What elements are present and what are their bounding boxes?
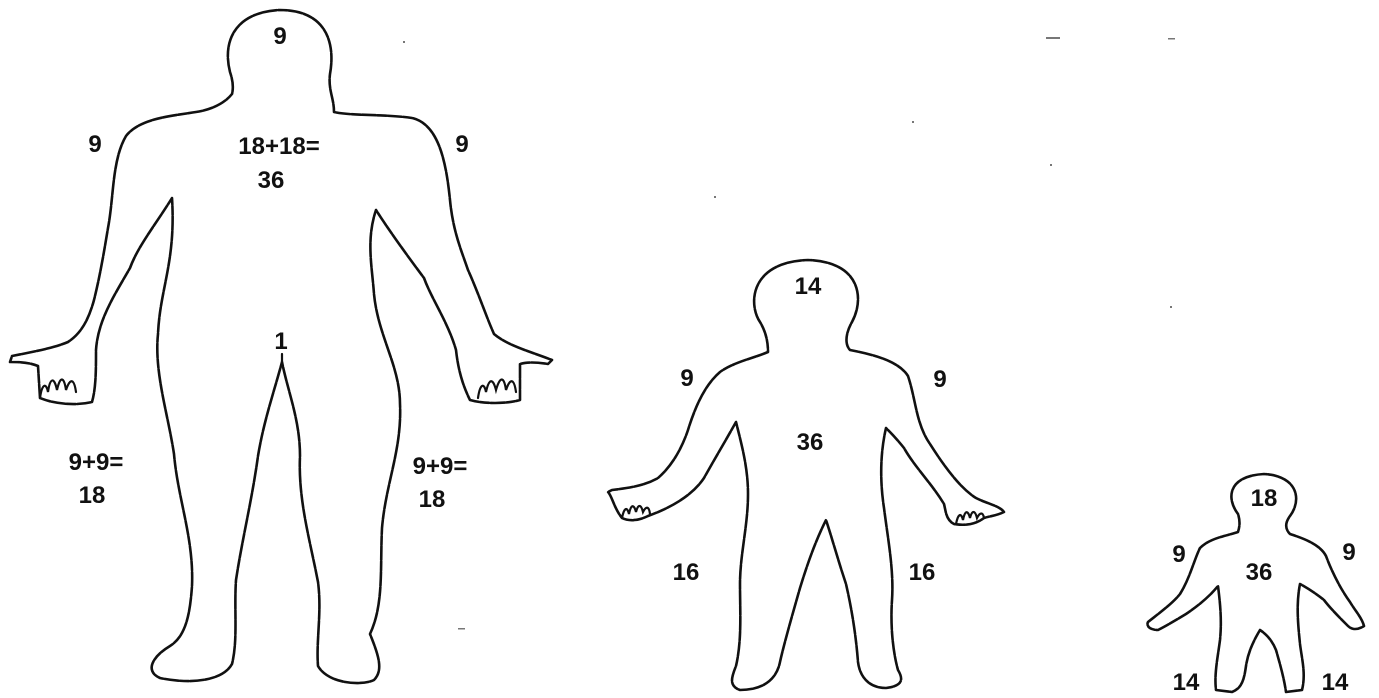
infant-figure: 18 9 9 36 14 14	[1147, 474, 1364, 696]
infant-head-label: 18	[1251, 485, 1278, 512]
child-body-outline	[608, 260, 1004, 690]
child-right-arm-label: 9	[933, 366, 946, 393]
child-right-hand-fingers	[956, 512, 984, 524]
adult-trunk-label-line2: 36	[258, 167, 285, 194]
adult-right-leg-label-line1: 9+9=	[413, 453, 468, 480]
adult-head-label: 9	[273, 23, 286, 50]
adult-right-hand-fingers	[478, 380, 516, 399]
adult-left-leg-label-line2: 18	[79, 482, 106, 509]
adult-right-leg-label-line2: 18	[419, 486, 446, 513]
infant-left-leg-label: 14	[1173, 669, 1200, 696]
infant-right-arm-label: 9	[1342, 539, 1355, 566]
child-left-arm-label: 9	[680, 365, 693, 392]
adult-trunk-label-line1: 18+18=	[238, 133, 319, 160]
adult-left-arm-label: 9	[88, 131, 101, 158]
child-head-label: 14	[795, 273, 822, 300]
adult-left-leg-label-line1: 9+9=	[69, 449, 124, 476]
infant-left-arm-label: 9	[1172, 541, 1185, 568]
child-trunk-label: 36	[797, 429, 824, 456]
adult-figure: 9 9 9 18+18= 36 1 9+9= 18 9+9= 18	[10, 10, 552, 683]
adult-left-hand-fingers	[40, 380, 76, 399]
child-right-leg-label: 16	[909, 559, 936, 586]
infant-trunk-label: 36	[1246, 559, 1273, 586]
infant-right-leg-label: 14	[1322, 669, 1349, 696]
adult-right-arm-label: 9	[455, 131, 468, 158]
child-figure: 14 9 9 36 16 16	[608, 260, 1004, 690]
adult-perineum-label: 1	[274, 328, 287, 355]
scan-specks	[403, 37, 1175, 630]
child-left-leg-label: 16	[673, 559, 700, 586]
